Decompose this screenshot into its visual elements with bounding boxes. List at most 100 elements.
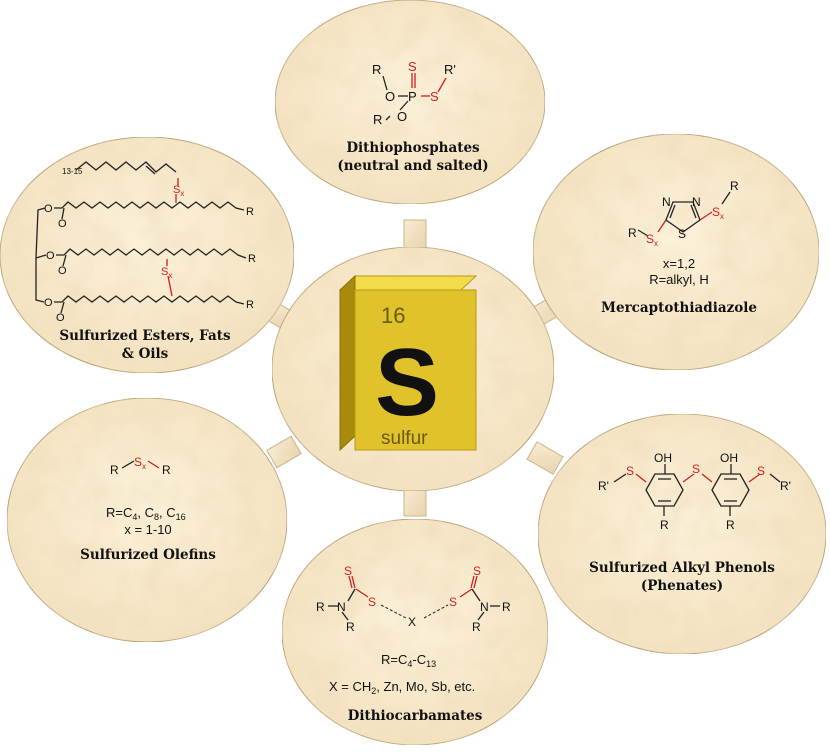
chain-label: 13-15 (62, 167, 83, 176)
bubble-dithiocarbamates (281, 518, 549, 746)
connector-lower-left (266, 435, 302, 469)
atom-s1-sub: x (180, 189, 184, 198)
atom-s4: S (473, 564, 481, 578)
mercapto-title: Mercaptothiadiazole (601, 300, 757, 316)
bubble-dithiophosphates (274, 0, 546, 205)
esters-title-line2: & Oils (122, 346, 169, 362)
atom-n1: N (662, 195, 671, 209)
dithiocarbamates-title: Dithiocarbamates (348, 708, 483, 724)
atom-o1: O (385, 89, 395, 104)
svg-text:Sx: Sx (173, 184, 184, 198)
atom-s2: S (368, 595, 376, 609)
atom-s-right: S (757, 464, 765, 478)
atom-s-ring: S (678, 227, 686, 241)
atom-r2: R (248, 253, 256, 265)
structure-dithiocarbamate: S S S S N N X R R R R (316, 564, 511, 634)
atom-s-left: S (626, 464, 634, 478)
connector-top (403, 219, 427, 249)
element-tile: 16 S sulfur (338, 274, 478, 452)
connector-lower-right (526, 441, 564, 475)
node-dithiocarbamates: S S S S N N X R R R R R=C4-C13 X = CH2, … (316, 564, 511, 724)
atom-r-left: R (110, 463, 119, 477)
atom-r-right: R (730, 179, 739, 193)
olefins-title: Sulfurized Olefins (80, 547, 216, 563)
atom-n2: N (692, 195, 701, 209)
mercapto-line1: x=1,2 (663, 256, 695, 271)
atom-s: S (134, 455, 142, 469)
atom-o3: O (44, 297, 53, 309)
atom-r2: R (373, 112, 382, 127)
atom-n1: N (337, 600, 346, 614)
element-number: 16 (381, 303, 405, 328)
svg-text:Sx: Sx (646, 232, 658, 248)
dithiocarbamates-line1: R=C4-C13 (381, 652, 436, 669)
phenols-title-line2: (Phenates) (641, 578, 723, 594)
atom-o1-carbonyl: O (58, 218, 67, 230)
olefins-line2: x = 1-10 (124, 522, 171, 537)
structure-olefin: R Sx R (110, 455, 171, 477)
atom-o2: O (397, 109, 407, 124)
connector-bottom (403, 487, 427, 517)
node-olefins: R Sx R R=C4, C8, C16 x = 1-10 Sulfurized… (80, 455, 216, 563)
atom-s-right: S (712, 205, 720, 219)
structure-dithiophosphate: R O P S S R' O R (372, 59, 456, 127)
atom-s-right-sub: x (720, 212, 724, 221)
element-symbol: S (375, 329, 439, 436)
svg-text:Sx: Sx (161, 266, 172, 280)
mercapto-line2: R=alkyl, H (649, 272, 709, 287)
atom-r3: R (246, 299, 254, 311)
atom-s-top: S (408, 59, 417, 74)
atom-oh1: OH (654, 451, 672, 465)
atom-r2: R (346, 620, 355, 634)
atom-o1: O (44, 203, 53, 215)
structure-triglyceride: 13-15 O O O O O O R R R Sx Sx (35, 161, 256, 324)
phenols-title-line1: Sulfurized Alkyl Phenols (589, 560, 775, 576)
atom-s-right: S (430, 89, 439, 104)
atom-r-left: R' (598, 479, 609, 493)
atom-s1: S (173, 184, 180, 196)
atom-p: P (408, 89, 417, 104)
atom-r-left: R (628, 226, 637, 240)
dithiocarbamates-line2: X = CH2, Zn, Mo, Sb, etc. (329, 679, 475, 696)
connectors (262, 219, 564, 517)
atom-r1: R (246, 206, 254, 218)
atom-r-right: R (162, 463, 171, 477)
atom-s1: S (344, 564, 352, 578)
element-name: sulfur (381, 428, 428, 449)
atom-s-left-sub: x (654, 239, 658, 248)
atom-x: X (408, 615, 416, 629)
atom-o2-carbonyl: O (58, 265, 67, 277)
node-esters: 13-15 O O O O O O R R R Sx Sx Sulfurized… (35, 161, 256, 362)
atom-r1: R (316, 600, 325, 614)
atom-r-bottom-2: R (726, 518, 735, 532)
atom-s3: S (449, 595, 457, 609)
node-dithiophosphates: R O P S S R' O R Dithiophosphates (neutr… (337, 59, 488, 174)
node-mercapto: N N S R R Sx Sx x=1,2 R=alkyl, H Mercapt… (601, 179, 757, 316)
atom-r-bottom-1: R (660, 518, 669, 532)
tile-top-face (338, 275, 478, 291)
atom-s-mid: S (692, 462, 700, 476)
node-phenols: OH OH S S S R' R' R R Sulfurized Alkyl P… (589, 451, 791, 594)
atom-r1: R (372, 62, 381, 77)
dithiophosphates-title-line2: (neutral and salted) (337, 158, 488, 174)
atom-o3-carbonyl: O (56, 312, 65, 324)
atom-r3: R (472, 620, 481, 634)
atom-s2-sub: x (168, 271, 172, 280)
atom-n2: N (480, 600, 489, 614)
atom-r4: R (502, 600, 511, 614)
svg-text:Sx: Sx (134, 455, 146, 471)
bubble-olefins (6, 397, 288, 643)
tile-front-face (354, 289, 477, 451)
atom-s-sub: x (142, 462, 146, 471)
atom-r-right: R' (780, 479, 791, 493)
esters-title-line1: Sulfurized Esters, Fats (59, 328, 231, 344)
structure-phenate: OH OH S S S R' R' R R (598, 451, 791, 532)
tile-side-face (339, 274, 356, 452)
atom-oh2: OH (720, 451, 738, 465)
atom-r-prime: R' (444, 62, 456, 77)
bubble-phenols (537, 413, 827, 655)
structure-thiadiazole: N N S R R Sx Sx (628, 179, 739, 248)
bubble-mercapto (532, 133, 820, 371)
